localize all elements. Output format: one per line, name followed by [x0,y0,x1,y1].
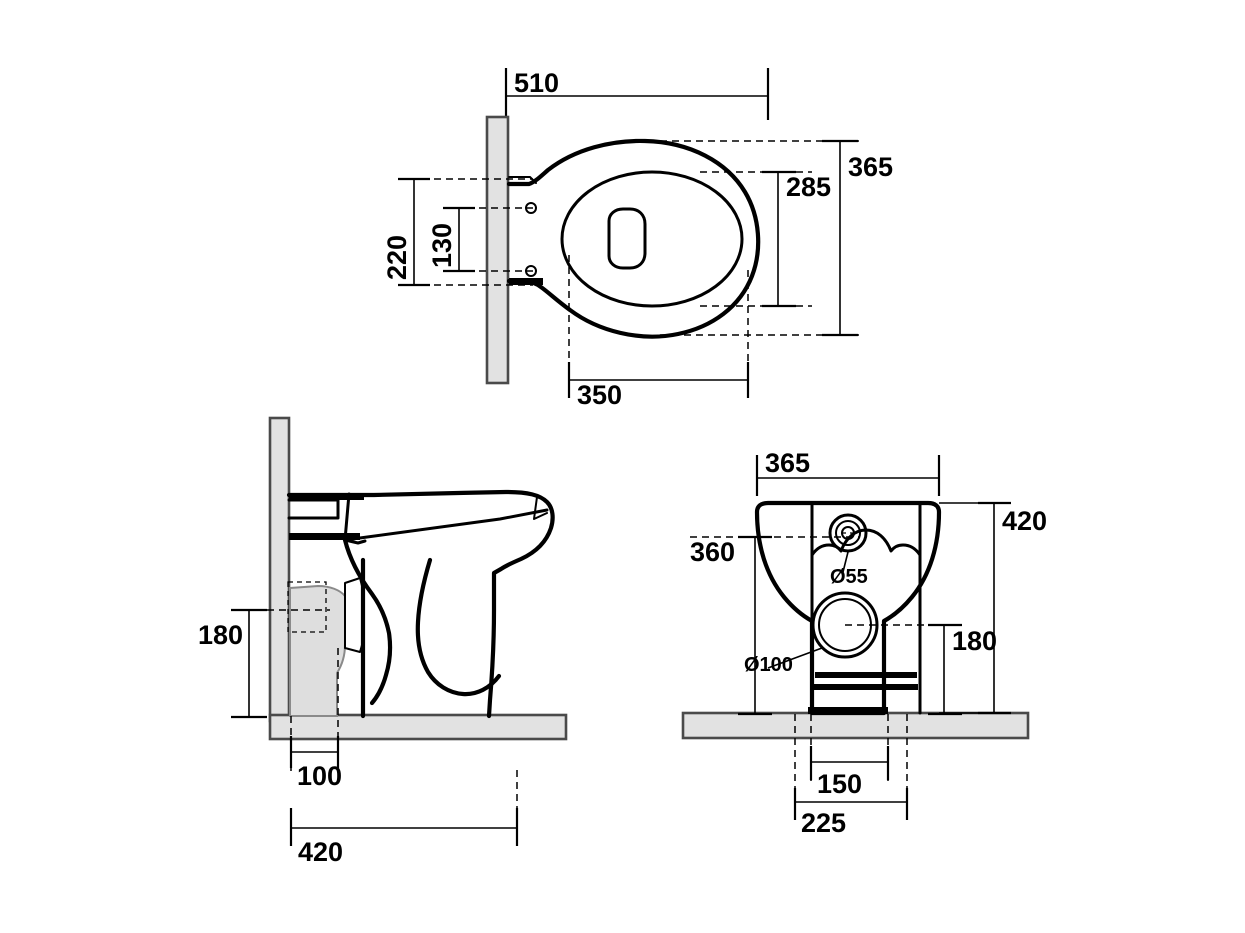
dimension-label-420-rear: 420 [1002,506,1047,536]
floor-slab-rear [681,711,1030,740]
dimension-285-plan: 285 [762,170,831,308]
water-spot-plan [607,207,647,270]
dimension-label-365-rear: 365 [765,448,810,478]
base-contact-rear [808,707,888,714]
dimension-365-plan: 365 [822,139,893,337]
waste-outlet-outer-rear [811,591,879,659]
dimension-510: 510 [504,68,770,120]
seat-top-bar-side [289,494,364,500]
dimension-365-rear: 365 [755,448,941,496]
leader-dia100 [767,647,823,669]
seat-hinge-side [343,492,367,545]
seat-front-lip-side [533,496,548,520]
toilet-body-upper-side [286,489,555,719]
rear-view-group: 365 Ø55 Ø100 [681,448,1047,838]
side-section-view-group: 180 100 420 [198,416,568,867]
plan-view-group: 510 365 285 [382,68,893,410]
bottom-flange-plan [509,278,543,285]
floor-slab-side [268,713,568,741]
dimension-350: 350 [567,362,750,410]
dimension-label-dia100: Ø100 [744,654,793,676]
seat-lower-edge-side [343,508,549,542]
dimension-label-225: 225 [801,808,846,838]
dimension-label-150: 150 [817,769,862,799]
dimension-label-180-rear: 180 [952,626,997,656]
wall-section-side [268,416,291,723]
dimension-225: 225 [793,788,909,838]
leader-dia55 [842,551,849,573]
fixing-hole-upper-plan [525,202,537,214]
dimension-420-rear: 420 [978,501,1047,715]
dimension-220: 220 [382,177,430,287]
outlet-collar-side [344,577,363,653]
water-inlet-outer-rear [828,513,868,553]
seat-base-bar-side [289,533,360,540]
dimension-180-side: 180 [198,608,267,719]
dimension-150: 150 [809,746,890,799]
trap-curve-side [415,557,502,697]
dimension-label-130: 130 [427,223,457,268]
dimension-label-365-plan: 365 [848,152,893,182]
water-inlet-mid-rear [835,520,861,546]
dimension-130: 130 [427,206,475,273]
dimension-label-285: 285 [786,172,831,202]
top-flange-plan [508,176,537,184]
dimension-label-100: 100 [297,761,342,791]
toilet-body-rear [754,500,942,716]
fixing-hole-lower-plan [525,265,537,277]
dimension-label-510: 510 [514,68,559,98]
outlet-zone-dashed-side [287,581,327,633]
bowl-outline-plan [506,138,761,339]
dimension-label-180-side: 180 [198,620,243,650]
dimension-label-dia55: Ø55 [830,566,868,588]
dimension-100: 100 [289,736,342,791]
rib-bar-upper-rear [815,672,917,678]
dimension-420-side: 420 [289,808,519,867]
dimension-label-220: 220 [382,235,412,280]
dimension-label-420-side: 420 [298,837,343,867]
dimension-180-rear: 180 [928,623,997,716]
waste-outlet-pipe-side [289,584,346,717]
dimension-360-rear: 360 [690,535,772,716]
wall-section-plan [485,115,510,385]
dimension-label-360: 360 [690,537,735,567]
dimension-label-350: 350 [577,380,622,410]
rib-bar-lower-rear [814,684,918,690]
seat-ring-plan [560,170,744,308]
